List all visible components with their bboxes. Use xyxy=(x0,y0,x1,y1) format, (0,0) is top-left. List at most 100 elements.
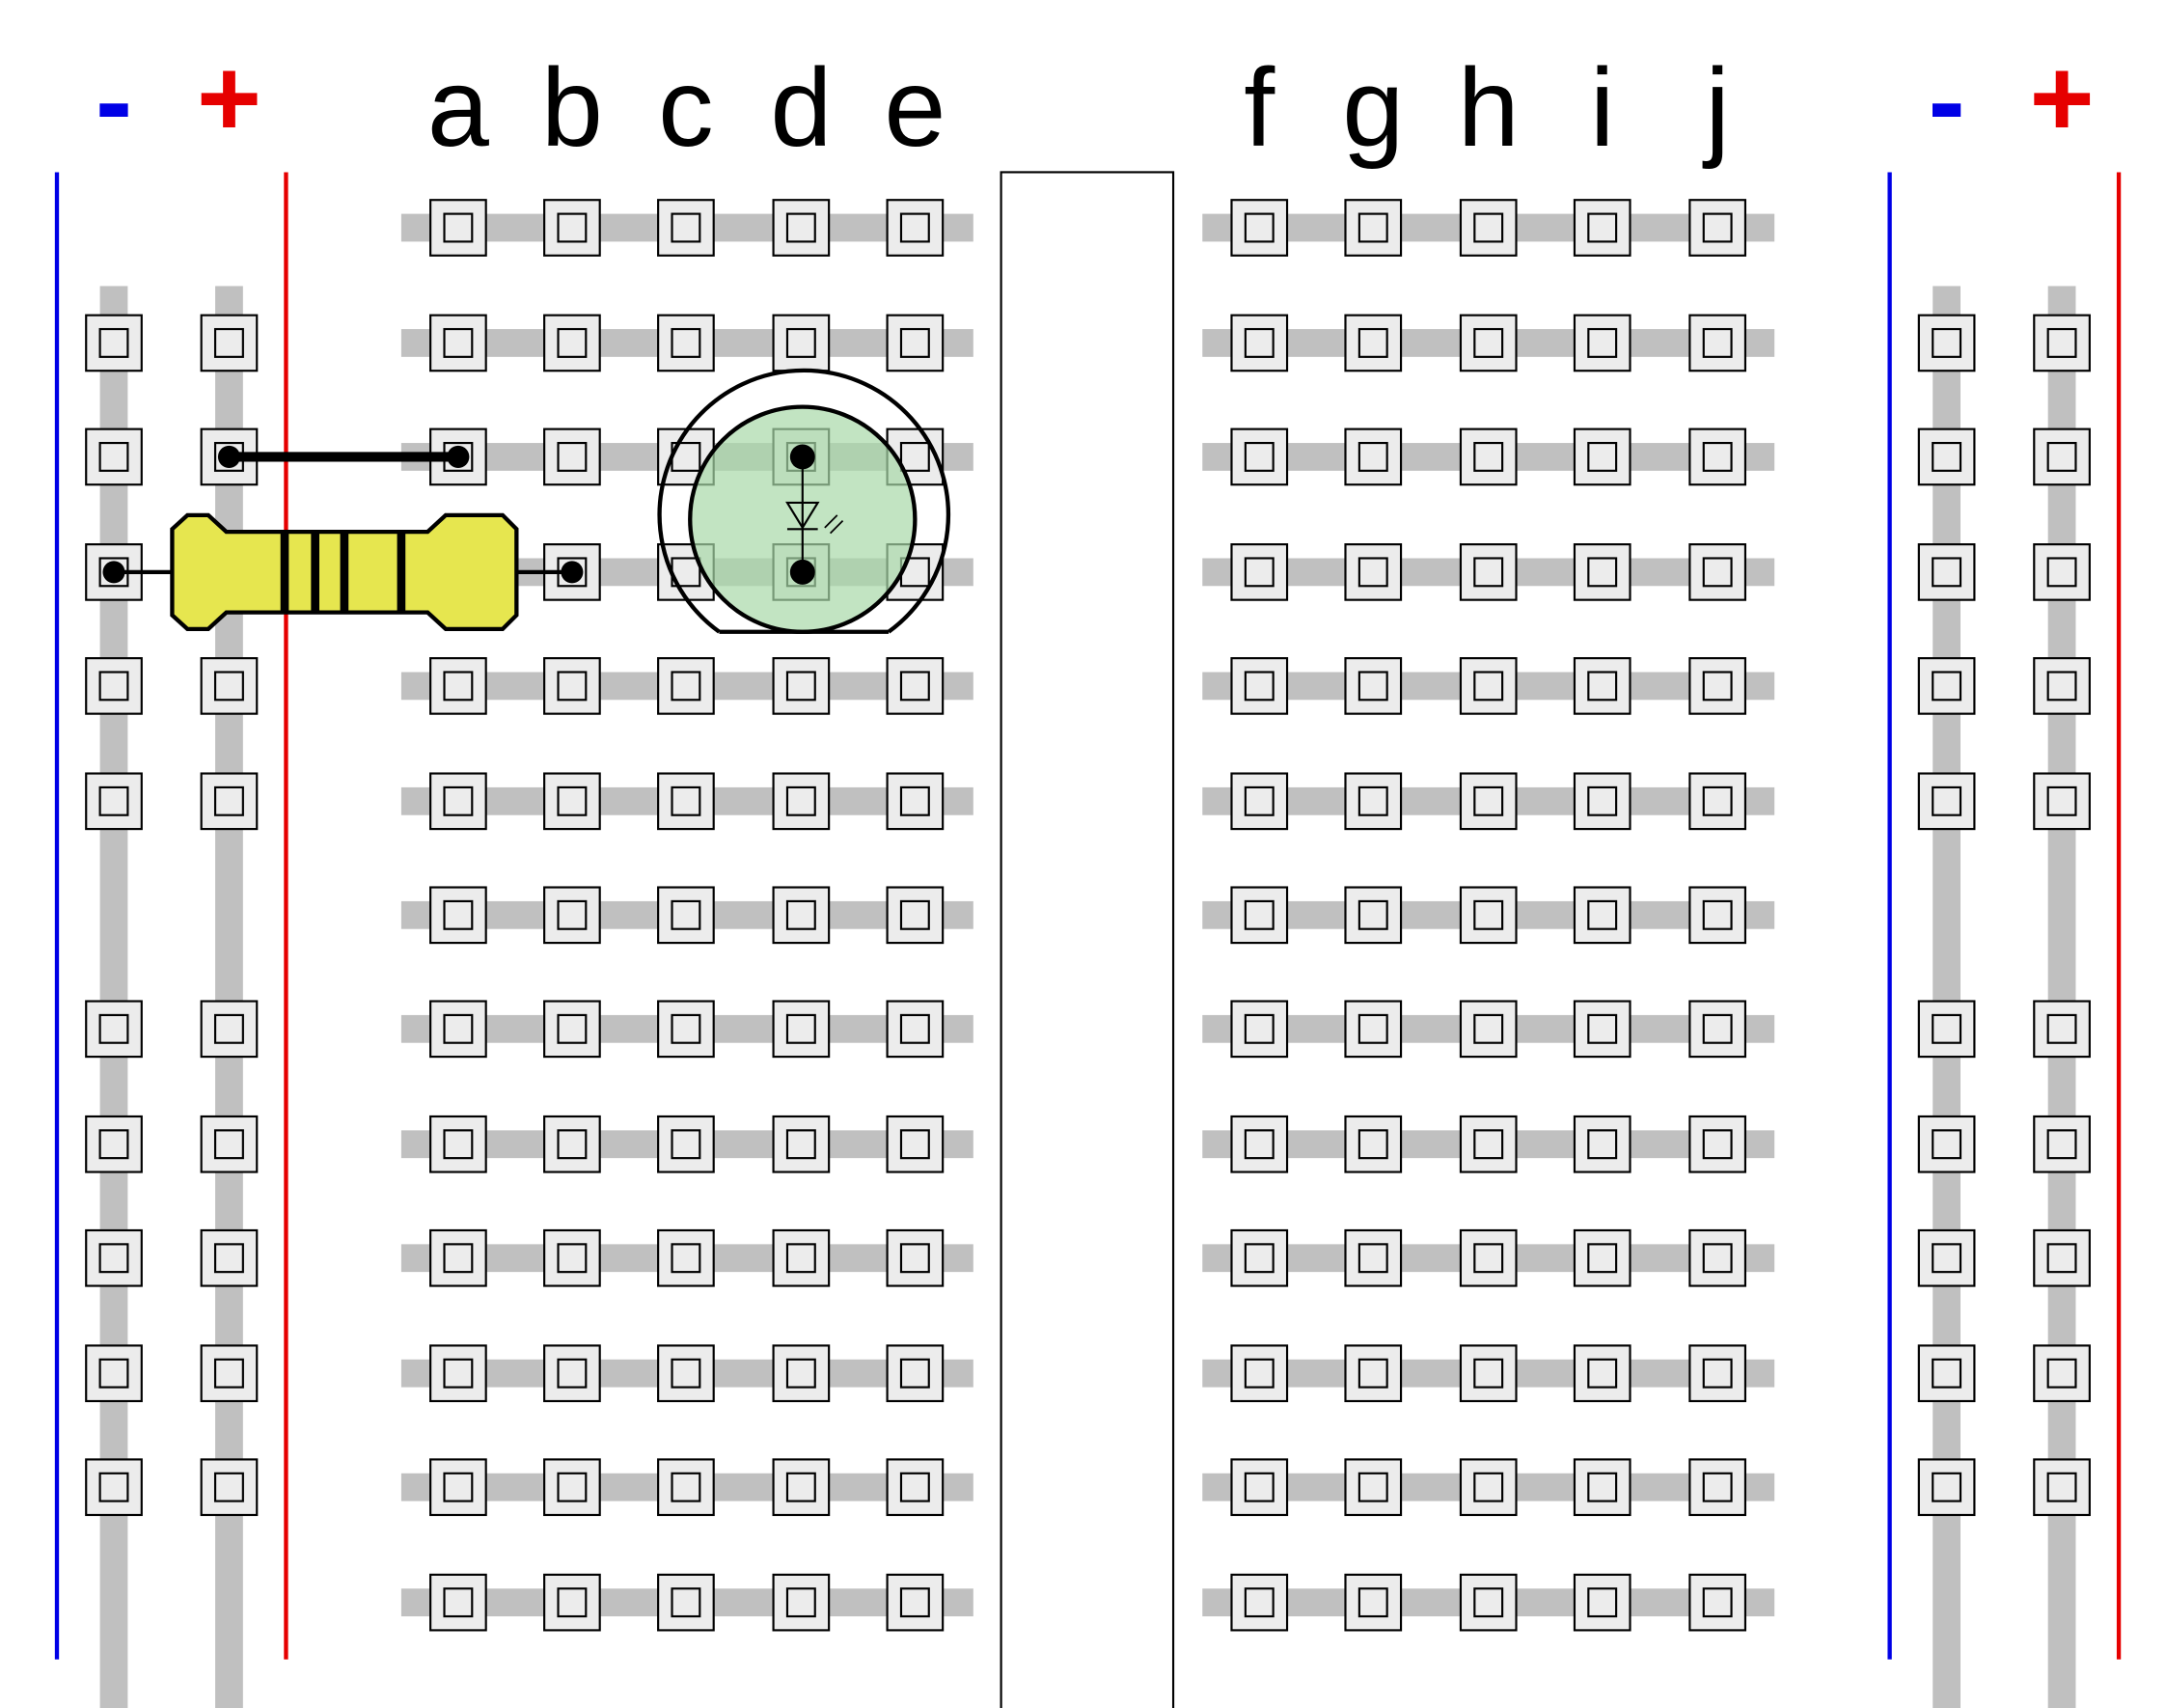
rail-hole[interactable] xyxy=(85,1000,143,1059)
rail-hole[interactable] xyxy=(2033,1000,2091,1059)
breadboard-hole[interactable] xyxy=(543,1228,601,1287)
rail-hole[interactable] xyxy=(200,1228,259,1287)
led[interactable] xyxy=(657,368,951,634)
breadboard-hole[interactable] xyxy=(772,1228,831,1287)
breadboard-hole[interactable] xyxy=(657,657,715,715)
rail-hole[interactable] xyxy=(1917,314,1976,372)
rail-hole[interactable] xyxy=(200,1115,259,1173)
breadboard-hole[interactable] xyxy=(772,1000,831,1059)
breadboard-hole[interactable] xyxy=(1230,772,1289,831)
breadboard-hole[interactable] xyxy=(886,886,945,945)
rail-hole[interactable] xyxy=(85,314,143,372)
breadboard-hole[interactable] xyxy=(772,886,831,945)
breadboard-hole[interactable] xyxy=(1573,657,1631,715)
breadboard-hole[interactable] xyxy=(1459,314,1518,372)
rail-hole[interactable] xyxy=(2033,657,2091,715)
breadboard-hole[interactable] xyxy=(1688,886,1747,945)
breadboard-hole[interactable] xyxy=(886,1344,945,1403)
breadboard-hole[interactable] xyxy=(1688,543,1747,601)
rail-hole[interactable] xyxy=(200,772,259,831)
rail-hole[interactable] xyxy=(200,1458,259,1517)
rail-hole[interactable] xyxy=(200,657,259,715)
breadboard-hole[interactable] xyxy=(886,1115,945,1173)
breadboard-hole[interactable] xyxy=(543,1344,601,1403)
breadboard-hole[interactable] xyxy=(772,657,831,715)
jumper-wire[interactable] xyxy=(217,445,470,468)
breadboard-hole[interactable] xyxy=(886,1573,945,1632)
breadboard-hole[interactable] xyxy=(1573,886,1631,945)
breadboard-hole[interactable] xyxy=(1230,1228,1289,1287)
breadboard-hole[interactable] xyxy=(772,314,831,372)
breadboard-hole[interactable] xyxy=(1344,886,1403,945)
breadboard-hole[interactable] xyxy=(1688,1344,1747,1403)
breadboard-hole[interactable] xyxy=(1459,886,1518,945)
breadboard-hole[interactable] xyxy=(1344,199,1403,257)
breadboard-hole[interactable] xyxy=(1688,1458,1747,1517)
breadboard-hole[interactable] xyxy=(657,1344,715,1403)
breadboard-hole[interactable] xyxy=(1573,1000,1631,1059)
breadboard-hole[interactable] xyxy=(1459,1000,1518,1059)
breadboard-hole[interactable] xyxy=(886,657,945,715)
rail-hole[interactable] xyxy=(2033,1344,2091,1403)
breadboard-hole[interactable] xyxy=(1344,1000,1403,1059)
rail-hole[interactable] xyxy=(2033,1115,2091,1173)
breadboard-hole[interactable] xyxy=(429,1573,487,1632)
breadboard-hole[interactable] xyxy=(657,1000,715,1059)
rail-hole[interactable] xyxy=(2033,772,2091,831)
breadboard-hole[interactable] xyxy=(1688,1573,1747,1632)
breadboard-hole[interactable] xyxy=(1230,543,1289,601)
rail-hole[interactable] xyxy=(85,427,143,486)
rail-hole[interactable] xyxy=(85,1458,143,1517)
breadboard-hole[interactable] xyxy=(1688,199,1747,257)
breadboard-hole[interactable] xyxy=(1688,1228,1747,1287)
breadboard-hole[interactable] xyxy=(657,1458,715,1517)
rail-hole[interactable] xyxy=(200,1000,259,1059)
breadboard-hole[interactable] xyxy=(1344,543,1403,601)
breadboard-hole[interactable] xyxy=(1688,1000,1747,1059)
breadboard-hole[interactable] xyxy=(886,1228,945,1287)
breadboard-hole[interactable] xyxy=(429,199,487,257)
breadboard-hole[interactable] xyxy=(1573,1228,1631,1287)
breadboard-hole[interactable] xyxy=(543,1115,601,1173)
breadboard-hole[interactable] xyxy=(429,657,487,715)
breadboard-hole[interactable] xyxy=(1459,772,1518,831)
breadboard-hole[interactable] xyxy=(1230,199,1289,257)
breadboard-hole[interactable] xyxy=(429,1228,487,1287)
breadboard-hole[interactable] xyxy=(543,1000,601,1059)
breadboard-hole[interactable] xyxy=(1459,1228,1518,1287)
breadboard-hole[interactable] xyxy=(1344,1344,1403,1403)
breadboard-hole[interactable] xyxy=(1459,1573,1518,1632)
breadboard-hole[interactable] xyxy=(772,1115,831,1173)
breadboard-hole[interactable] xyxy=(1344,772,1403,831)
breadboard-hole[interactable] xyxy=(1459,657,1518,715)
rail-hole[interactable] xyxy=(85,657,143,715)
breadboard-hole[interactable] xyxy=(1573,314,1631,372)
breadboard-hole[interactable] xyxy=(1573,427,1631,486)
breadboard-hole[interactable] xyxy=(543,314,601,372)
breadboard-hole[interactable] xyxy=(429,314,487,372)
breadboard-hole[interactable] xyxy=(1230,886,1289,945)
breadboard-hole[interactable] xyxy=(1344,1458,1403,1517)
rail-hole[interactable] xyxy=(2033,543,2091,601)
rail-hole[interactable] xyxy=(1917,1344,1976,1403)
breadboard-hole[interactable] xyxy=(657,772,715,831)
breadboard-hole[interactable] xyxy=(1230,1344,1289,1403)
breadboard-hole[interactable] xyxy=(1459,199,1518,257)
rail-hole[interactable] xyxy=(85,1344,143,1403)
breadboard-hole[interactable] xyxy=(657,1115,715,1173)
breadboard-hole[interactable] xyxy=(772,772,831,831)
breadboard-hole[interactable] xyxy=(543,1458,601,1517)
breadboard-hole[interactable] xyxy=(1230,1458,1289,1517)
rail-hole[interactable] xyxy=(85,772,143,831)
breadboard-hole[interactable] xyxy=(429,886,487,945)
breadboard-hole[interactable] xyxy=(1573,1344,1631,1403)
rail-hole[interactable] xyxy=(85,1115,143,1173)
breadboard-hole[interactable] xyxy=(429,1344,487,1403)
rail-hole[interactable] xyxy=(1917,543,1976,601)
breadboard-hole[interactable] xyxy=(1459,1344,1518,1403)
breadboard-hole[interactable] xyxy=(1459,1115,1518,1173)
breadboard-hole[interactable] xyxy=(657,1228,715,1287)
breadboard-hole[interactable] xyxy=(1459,427,1518,486)
breadboard-hole[interactable] xyxy=(429,1000,487,1059)
breadboard-hole[interactable] xyxy=(657,314,715,372)
